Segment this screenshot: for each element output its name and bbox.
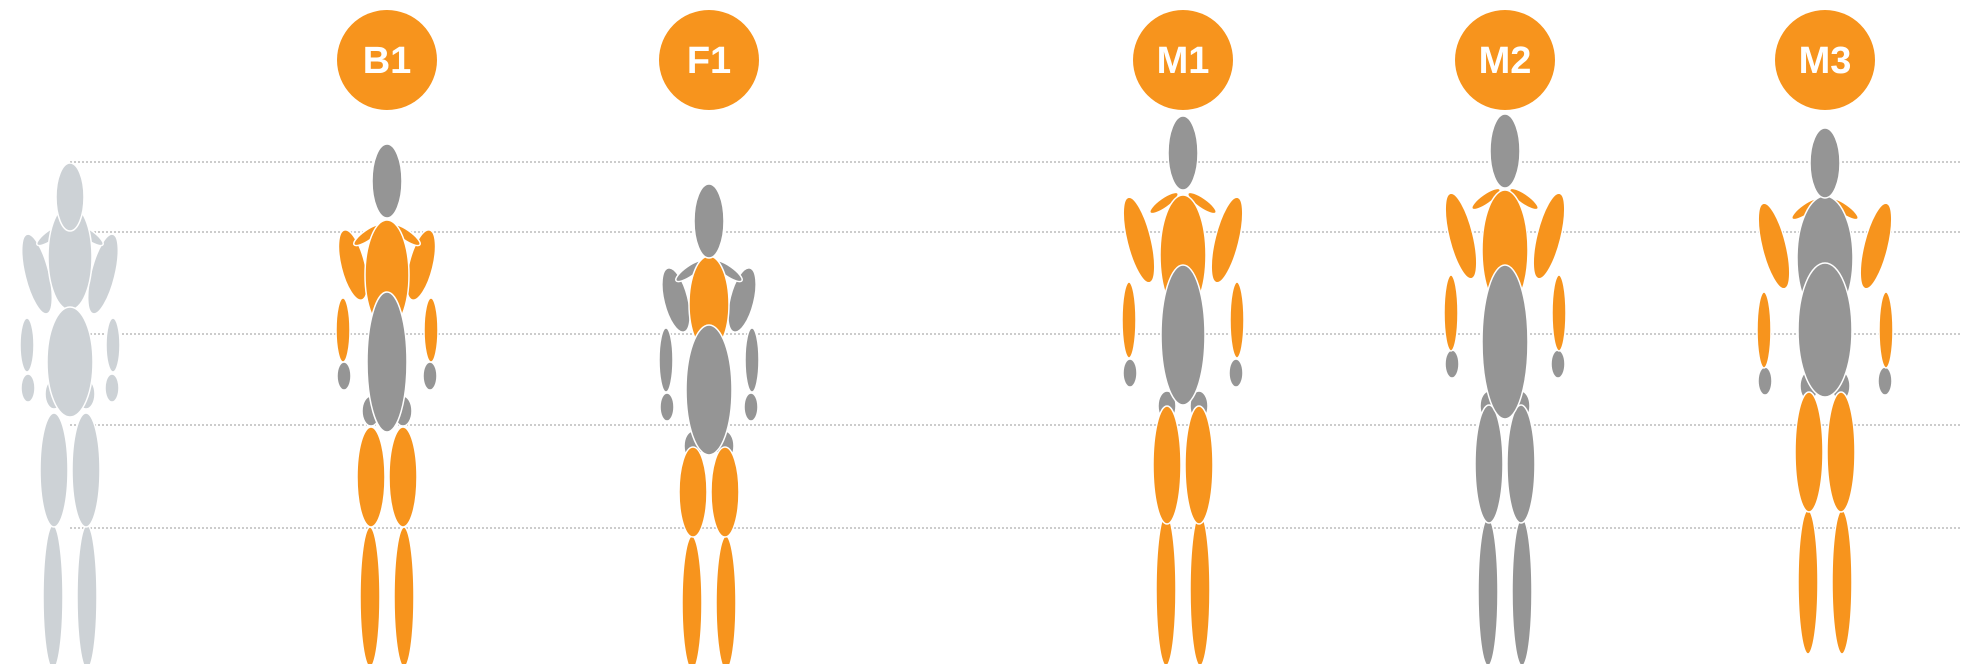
thigh	[72, 413, 100, 527]
forearm	[106, 318, 120, 372]
shin	[394, 527, 414, 664]
thigh	[357, 427, 385, 527]
shin	[716, 536, 736, 664]
forearm	[336, 298, 350, 362]
thigh	[711, 447, 739, 537]
thigh	[1153, 406, 1181, 524]
forearm	[1122, 282, 1136, 358]
shin	[1156, 514, 1176, 664]
forearm	[1879, 292, 1893, 368]
figures: B1 F1 M1 M2 M3	[15, 10, 1898, 664]
thigh	[679, 447, 707, 537]
abdomen	[1798, 263, 1852, 397]
abdomen	[1161, 265, 1205, 405]
forearm	[1230, 282, 1244, 358]
forearm	[745, 328, 759, 392]
head	[372, 144, 402, 218]
shin	[682, 536, 702, 664]
head	[1168, 116, 1198, 190]
forearm	[424, 298, 438, 362]
thigh	[1185, 406, 1213, 524]
shin	[1190, 514, 1210, 664]
figure-b1: B1	[333, 10, 442, 664]
hand	[1445, 350, 1459, 378]
shin	[77, 525, 97, 664]
figure-m1: M1	[1117, 10, 1250, 664]
shin	[43, 525, 63, 664]
reference-figure	[15, 163, 124, 664]
figure-m2: M2	[1439, 10, 1572, 664]
forearm	[1444, 275, 1458, 351]
abdomen	[367, 292, 407, 432]
hand	[1123, 359, 1137, 387]
shin	[360, 527, 380, 664]
shin	[1512, 518, 1532, 664]
forearm	[1757, 292, 1771, 368]
hand	[337, 362, 351, 390]
hand	[105, 374, 119, 402]
thigh	[40, 413, 68, 527]
forearm	[20, 318, 34, 372]
badge-label: M1	[1157, 40, 1210, 82]
badge-label: B1	[363, 40, 412, 82]
thigh	[1795, 392, 1823, 512]
hand	[660, 393, 674, 421]
head	[56, 163, 84, 231]
thigh	[1507, 405, 1535, 523]
hand	[1758, 367, 1772, 395]
badge-label: M2	[1479, 40, 1532, 82]
shin	[1798, 510, 1818, 654]
figure-f1: F1	[656, 10, 761, 664]
hand	[21, 374, 35, 402]
hand	[1551, 350, 1565, 378]
hand	[1229, 359, 1243, 387]
badge-label: F1	[687, 40, 731, 82]
head	[1490, 114, 1520, 188]
thigh	[1475, 405, 1503, 523]
hand	[423, 362, 437, 390]
abdomen	[1482, 265, 1528, 419]
head	[1810, 128, 1840, 198]
hand	[1878, 367, 1892, 395]
head	[694, 184, 724, 258]
abdomen	[686, 325, 732, 455]
guide-lines	[70, 162, 1962, 528]
forearm	[1552, 275, 1566, 351]
forearm	[659, 328, 673, 392]
shin	[1832, 510, 1852, 654]
abdomen	[47, 307, 93, 417]
upper-arm	[1752, 200, 1797, 291]
upper-arm	[1854, 200, 1899, 291]
thigh	[389, 427, 417, 527]
figure-m3: M3	[1752, 10, 1899, 654]
shin	[1478, 518, 1498, 664]
hand	[744, 393, 758, 421]
badge-label: M3	[1799, 40, 1852, 82]
thigh	[1827, 392, 1855, 512]
